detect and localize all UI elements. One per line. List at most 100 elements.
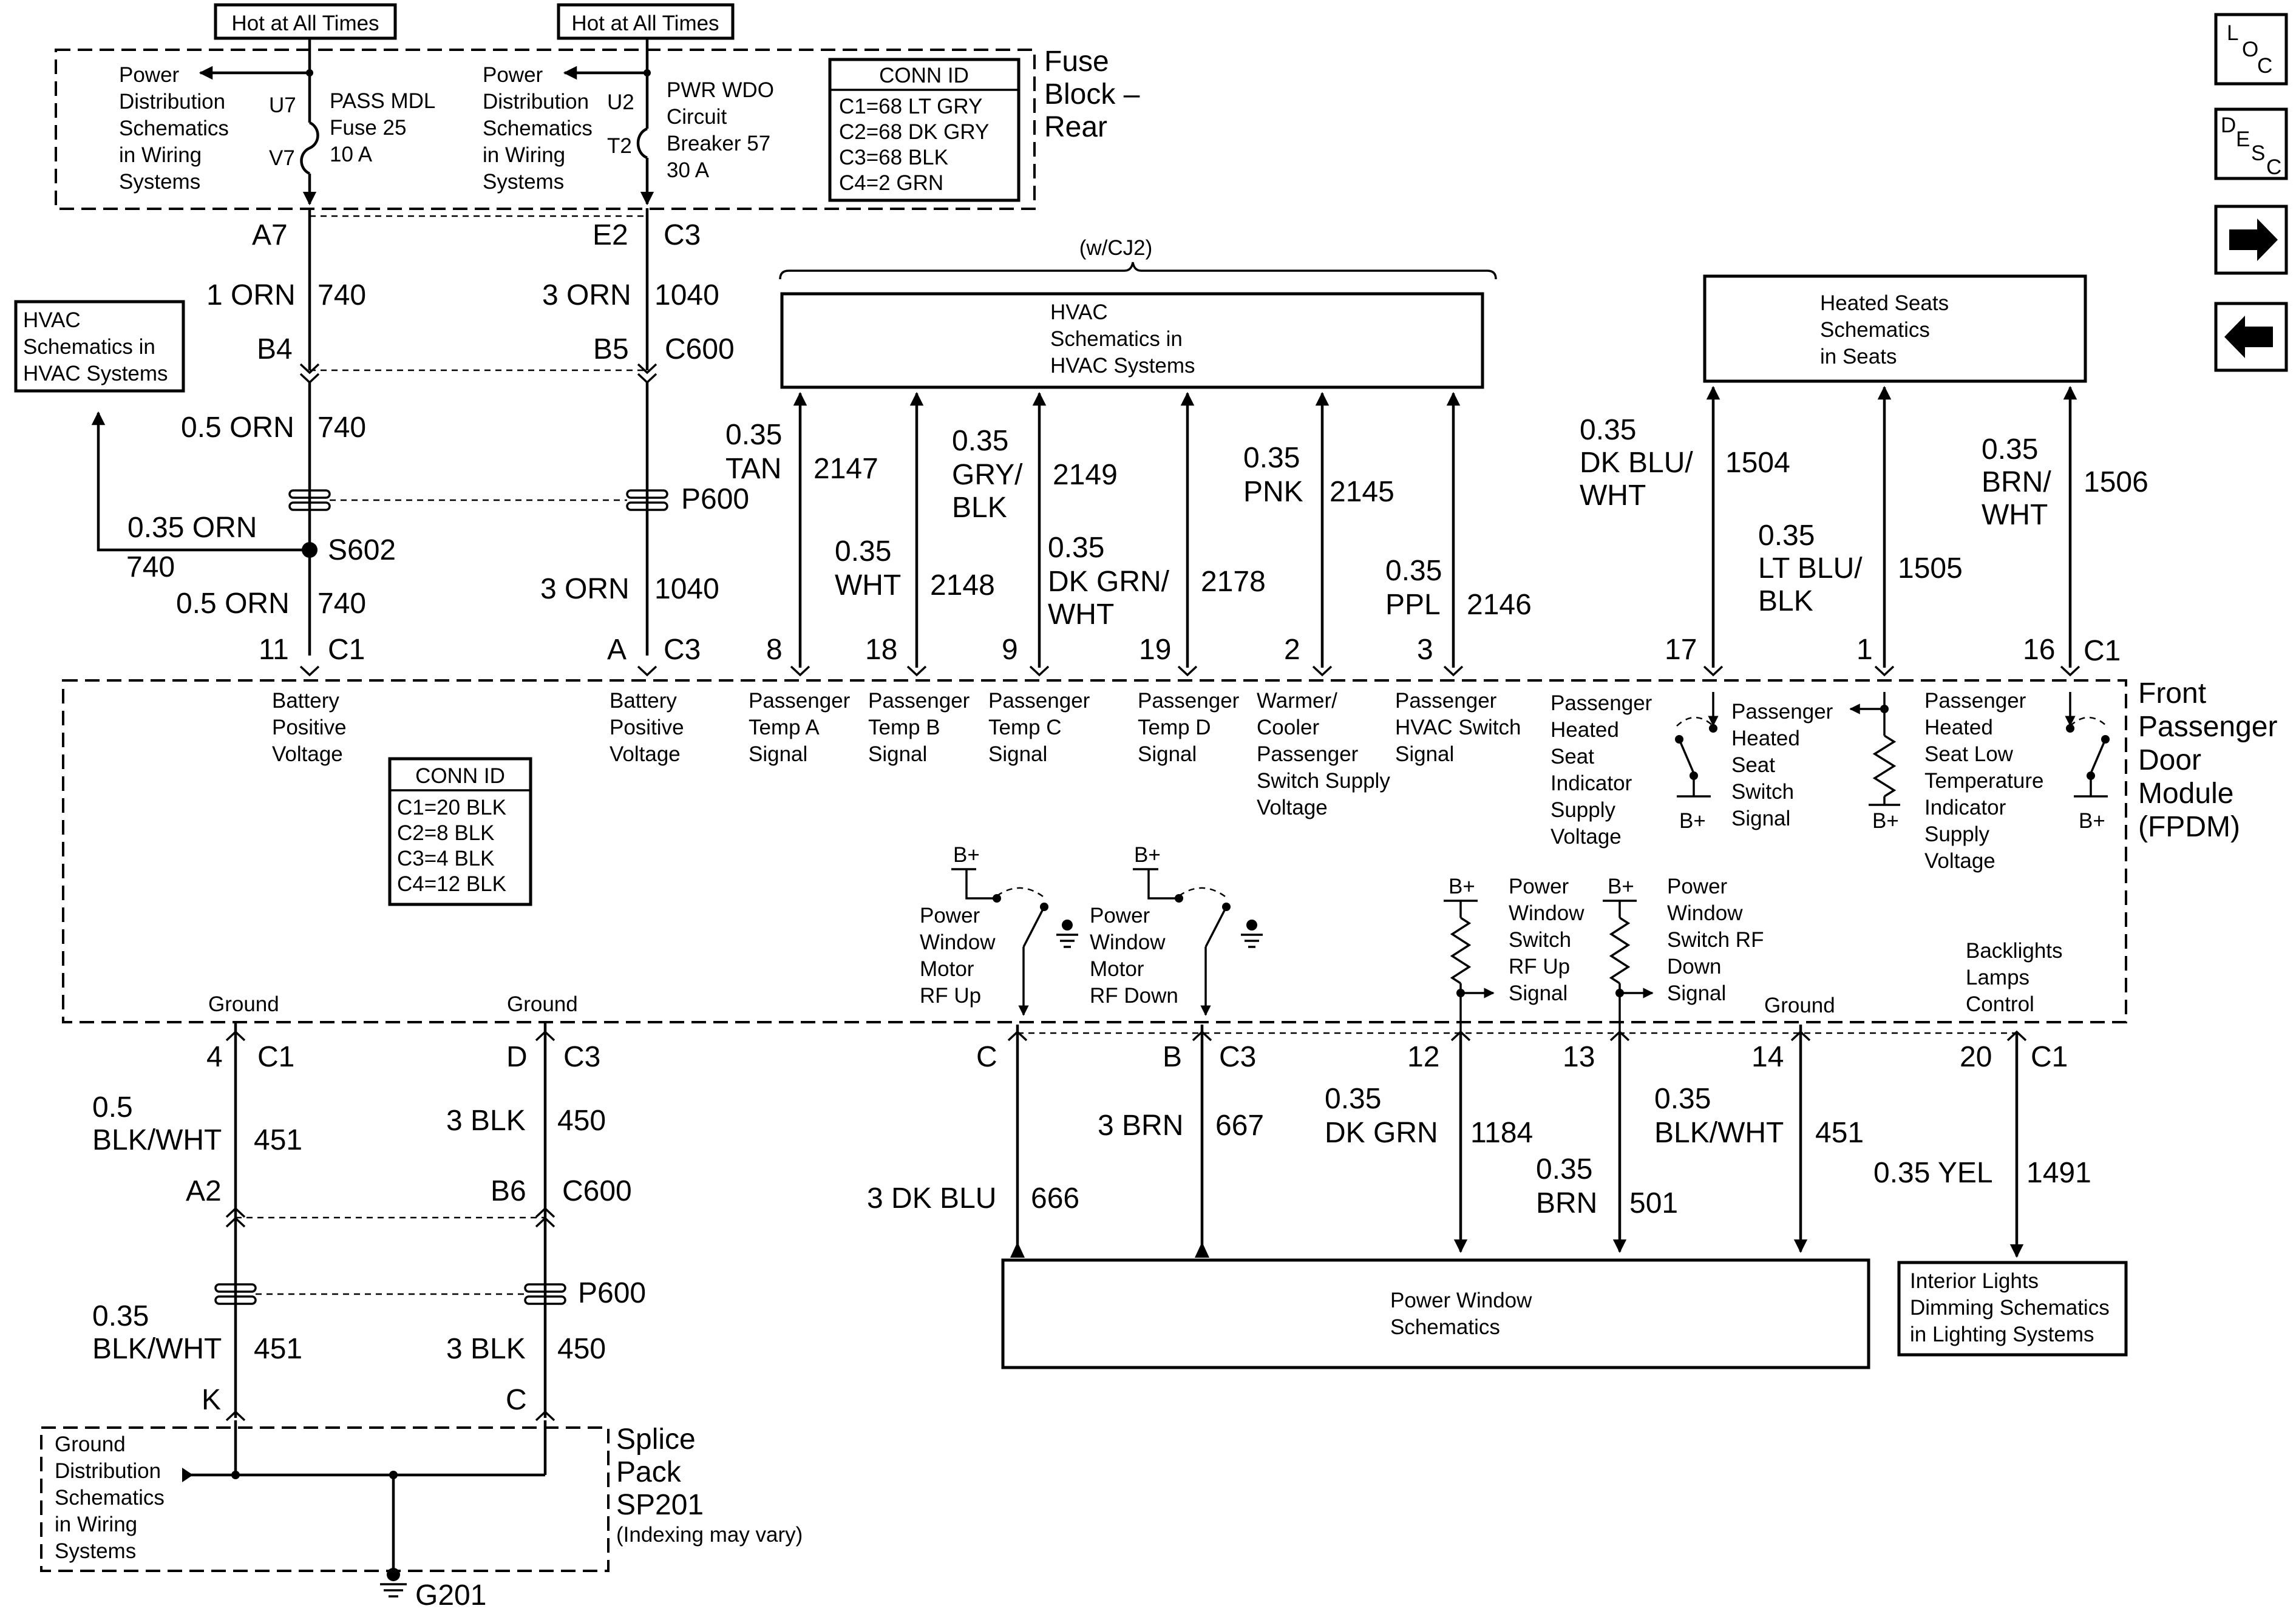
text-line: Schematics in: [23, 335, 155, 359]
pin-label: V7: [269, 146, 295, 170]
desc-letter: D: [2221, 114, 2236, 137]
previous-page-button[interactable]: [2214, 302, 2288, 372]
fpdm-signal-label: Voltage: [272, 742, 343, 766]
connector-label: C1: [2084, 635, 2121, 667]
text-line: Down: [1667, 955, 1721, 978]
fuse-label: PASS MDL: [330, 89, 435, 113]
fpdm-signal-label: Indicator: [1550, 771, 1632, 795]
text-line: Systems: [119, 170, 200, 194]
connector-label: C600: [562, 1175, 632, 1207]
wire-size: 0.35: [1048, 532, 1104, 564]
loc-button[interactable]: L O C: [2214, 13, 2288, 86]
fpdm-signal-label: Passenger: [1395, 689, 1497, 713]
circuit-number: 1505: [1898, 552, 1963, 585]
wire-size: 0.35: [1536, 1153, 1592, 1185]
fpdm-signal-label: Signal: [749, 742, 807, 766]
text-line: Power: [483, 63, 543, 87]
breaker-label: Circuit: [667, 105, 727, 129]
desc-letter: S: [2251, 141, 2265, 165]
power-distribution-ref-1: Power Distribution Schematics in Wiring …: [119, 63, 229, 194]
fpdm-signal-label: Passenger: [1138, 689, 1240, 713]
ground-wiring: 4 C1 D C3 0.5 BLK/WHT 451 3 BLK 450 A2 B…: [40, 1022, 803, 1612]
text-line: Schematics: [119, 117, 229, 140]
fpdm-signal-label: Switch: [1731, 780, 1794, 804]
circuit-number: 740: [318, 588, 366, 620]
circuit-number: 1504: [1725, 447, 1790, 479]
power-window-wiring: C B C3 3 DK BLU 666 3 BRN 667 12 13 14 2…: [867, 1025, 2128, 1369]
pin-label: 20: [1960, 1041, 1992, 1073]
left-arrow-icon: [2224, 316, 2273, 358]
text-line: Motor: [920, 957, 974, 981]
fpdm-signal-label: Heated: [1550, 718, 1619, 742]
conn-id-line: C1=20 BLK: [397, 796, 506, 819]
conn-id-title: CONN ID: [879, 64, 969, 87]
next-page-button[interactable]: [2214, 205, 2288, 275]
fpdm-conn-id: CONN ID C1=20 BLK C2=8 BLK C3=4 BLK C4=1…: [388, 757, 532, 906]
pin-label: 2: [1284, 634, 1300, 666]
pin-label: B6: [491, 1175, 526, 1207]
fpdm-signal-label: HVAC Switch: [1395, 716, 1521, 739]
pin-label: T2: [607, 134, 632, 158]
text-line: Distribution: [119, 90, 225, 114]
fpdm-signal-label: Signal: [1138, 742, 1197, 766]
desc-button[interactable]: D E S C: [2214, 107, 2288, 180]
power-window-motor-rf-up-relay: B+: [951, 843, 1078, 1016]
hvac-schematics-ref-box: [14, 300, 185, 393]
circuit-number: 740: [126, 551, 175, 583]
conn-id-line: C2=8 BLK: [397, 821, 495, 845]
conn-id-title: CONN ID: [415, 764, 505, 788]
fpdm-signal-label: Temp D: [1138, 716, 1211, 739]
fpdm-signal-label: Positive: [272, 716, 347, 739]
hvac-section: (w/CJ2) HVAC Schematics in HVAC Systems …: [725, 236, 1532, 677]
pin-label: 1: [1856, 634, 1873, 666]
fpdm-signal-label: Signal: [1395, 742, 1454, 766]
fpdm-signal-label: Voltage: [610, 742, 681, 766]
wire-size: 0.5: [92, 1091, 133, 1124]
wire-color: PNK: [1243, 476, 1303, 508]
fpdm-signal-label: Passenger: [1924, 689, 2026, 713]
fpdm-title: Front: [2138, 677, 2206, 710]
text-line: Window: [920, 931, 996, 954]
circuit-number: 2146: [1467, 589, 1532, 621]
heated-seat-switch-signal: B+: [1849, 692, 1900, 833]
b-plus-label: B+: [953, 843, 980, 867]
connector-pin-symbol: [790, 665, 810, 677]
fpdm-signal-label: Passenger: [1550, 691, 1652, 715]
circuit-number: 2149: [1053, 459, 1118, 491]
splice-pack-title: SP201: [616, 1489, 704, 1521]
cj2-brace: [779, 262, 1497, 280]
fpdm-signal-label: Seat Low: [1924, 742, 2014, 766]
fpdm-signal-label: Passenger: [1731, 700, 1833, 724]
fpdm-signal-label: Passenger: [1257, 742, 1359, 766]
wire-color: 3 DK BLU: [867, 1182, 996, 1215]
text-line: HVAC: [1050, 300, 1108, 324]
wire-color: DK GRN/: [1048, 566, 1170, 598]
circuit-number: 667: [1215, 1110, 1264, 1142]
fpdm-outline: [62, 679, 2127, 1023]
power-distribution-ref-2: Power Distribution Schematics in Wiring …: [483, 63, 593, 194]
circuit-number: 1506: [2084, 466, 2148, 498]
circuit-number: 451: [1815, 1117, 1864, 1149]
fpdm-signal-label: Temperature: [1924, 769, 2043, 793]
text-line: in Wiring: [483, 143, 565, 167]
power-window-motor-labels: Power Window Motor RF Up Power Window Mo…: [920, 904, 1178, 1008]
text-line: RF Up: [920, 984, 981, 1008]
fuse-symbol: [300, 121, 319, 175]
fpdm-signal-label: Temp C: [988, 716, 1062, 739]
power-window-schematics-box: [1001, 1258, 1870, 1369]
splice-pack-title: Splice: [616, 1423, 696, 1456]
conn-id-line: C1=68 LT GRY: [839, 95, 982, 118]
fpdm-signal-label: Temp B: [868, 716, 940, 739]
fpdm-signal-label: Signal: [1731, 807, 1790, 830]
loc-letter: C: [2257, 54, 2272, 78]
pin-label: A2: [186, 1175, 222, 1207]
fuse-block-title: Block –: [1044, 78, 1140, 110]
fpdm-signal-label: Heated: [1924, 716, 1993, 739]
pin-label: 13: [1563, 1041, 1595, 1073]
text-line: Distribution: [483, 90, 589, 114]
text-line: HVAC Systems: [23, 362, 168, 385]
fpdm-signal-label: Voltage: [1924, 849, 1995, 873]
circuit-number: 2147: [813, 453, 878, 485]
heated-seat-low-temp-switch: B+: [2065, 692, 2110, 833]
connector-label: P600: [578, 1277, 646, 1309]
